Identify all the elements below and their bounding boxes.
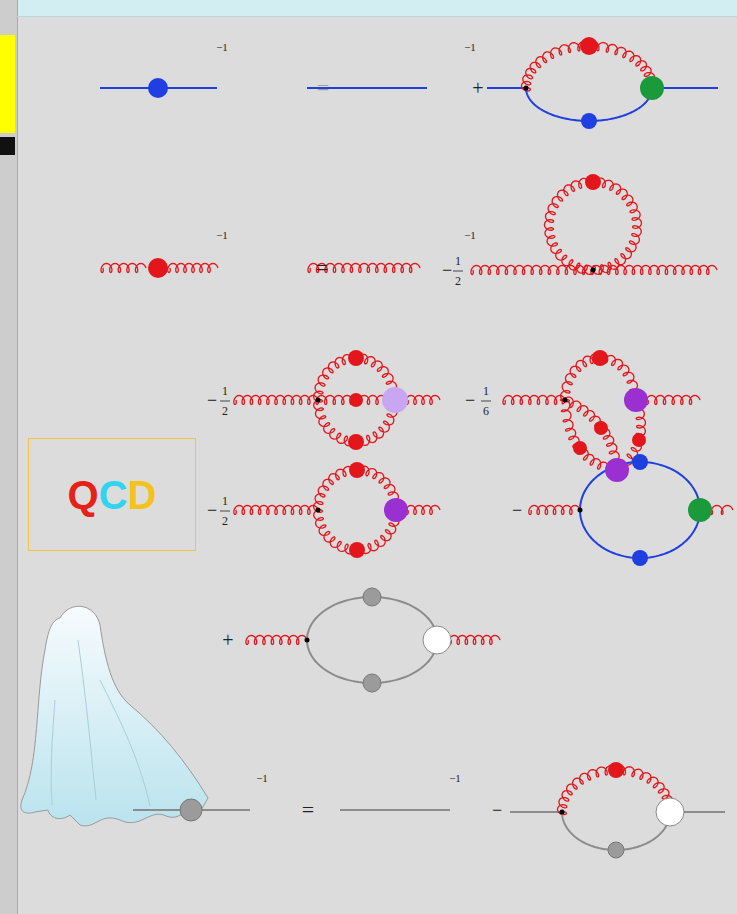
propagator-blob (605, 458, 629, 482)
propagator-blob (688, 498, 712, 522)
operator-label: − (207, 501, 217, 519)
panel-edge (17, 0, 18, 914)
title-text: QCD (68, 475, 157, 515)
exponent-label: 1 (455, 255, 461, 267)
propagator-blob (180, 799, 202, 821)
vertex-dot (524, 86, 529, 91)
gluon-line (234, 506, 318, 515)
operator-label: = (316, 257, 328, 279)
propagator-blob (594, 421, 608, 435)
operator-label: − (512, 501, 522, 519)
propagator-blob (608, 762, 624, 778)
propagator-line (684, 811, 725, 813)
fraction-bar (220, 401, 230, 402)
vertex-dot (305, 638, 310, 643)
gluon-line (711, 506, 733, 515)
propagator-blob (363, 674, 381, 692)
propagator-blob (632, 550, 648, 566)
propagator-line (340, 809, 450, 811)
exponent-label: 6 (483, 405, 489, 417)
propagator-blob (382, 387, 408, 413)
gluon-line (101, 264, 146, 273)
exponent-label: −1 (216, 230, 228, 241)
gluon-line (529, 506, 580, 515)
propagator-blob (573, 441, 587, 455)
exponent-label: −1 (464, 230, 476, 241)
propagator-blob (348, 434, 364, 450)
operator-label: = (317, 77, 329, 99)
exponent-label: 2 (455, 275, 461, 287)
exponent-label: 2 (222, 515, 228, 527)
propagator-blob (349, 393, 363, 407)
propagator-blob (148, 258, 168, 278)
gluon-line (406, 506, 440, 515)
gluon-line (646, 396, 700, 405)
exponent-label: 1 (483, 385, 489, 397)
propagator-blob (585, 174, 601, 190)
fraction-bar (220, 511, 230, 512)
propagator-blob (423, 626, 451, 654)
propagator-line (510, 811, 562, 813)
propagator-blob (592, 350, 608, 366)
propagator-blob (580, 37, 598, 55)
exponent-label: 2 (222, 405, 228, 417)
label-box: QCD (28, 438, 196, 551)
black-bar (0, 137, 15, 155)
propagator-blob (608, 842, 624, 858)
vertex-dot (560, 810, 565, 815)
gluon-line (168, 264, 218, 273)
operator-label: − (442, 261, 452, 279)
ghost-figure (21, 606, 208, 826)
gluon-line (449, 636, 500, 645)
propagator-blob (624, 388, 648, 412)
propagator-line (580, 462, 700, 558)
vertex-dot (591, 268, 596, 273)
propagator-blob (640, 76, 664, 100)
operator-label: − (207, 391, 217, 409)
propagator-blob (349, 462, 365, 478)
exponent-label: −1 (449, 773, 461, 784)
exponent-label: 1 (222, 385, 228, 397)
gluon-line (562, 397, 621, 470)
gluon-line (503, 396, 565, 405)
panel-edge (17, 16, 737, 17)
propagator-blob (384, 498, 408, 522)
operator-label: + (472, 78, 483, 98)
exponent-label: −1 (464, 42, 476, 53)
stone-strip (0, 0, 17, 914)
exponent-label: −1 (256, 773, 268, 784)
vertex-dot (563, 398, 568, 403)
gluon-line (246, 636, 307, 645)
fraction-bar (481, 401, 491, 402)
propagator-blob (632, 454, 648, 470)
propagator-blob (348, 350, 364, 366)
propagator-blob (632, 433, 646, 447)
exponent-label: 1 (222, 495, 228, 507)
operator-label: = (302, 799, 314, 821)
propagator-blob (349, 542, 365, 558)
operator-label: − (465, 391, 475, 409)
propagator-blob (581, 113, 597, 129)
propagator-blob (656, 798, 684, 826)
top-strip (0, 0, 737, 16)
vertex-dot (578, 508, 583, 513)
gluon-line (234, 396, 318, 405)
propagator-line (487, 87, 526, 89)
gluon-line (406, 396, 440, 405)
vertex-dot (316, 508, 321, 513)
exponent-label: −1 (216, 42, 228, 53)
operator-label: + (222, 630, 233, 650)
propagator-blob (363, 588, 381, 606)
yellow-bar (0, 35, 15, 133)
propagator-line (307, 597, 437, 683)
gluon-line (544, 177, 641, 274)
operator-label: − (492, 801, 502, 819)
vertex-dot (316, 398, 321, 403)
fraction-bar (453, 271, 463, 272)
propagator-blob (148, 78, 168, 98)
